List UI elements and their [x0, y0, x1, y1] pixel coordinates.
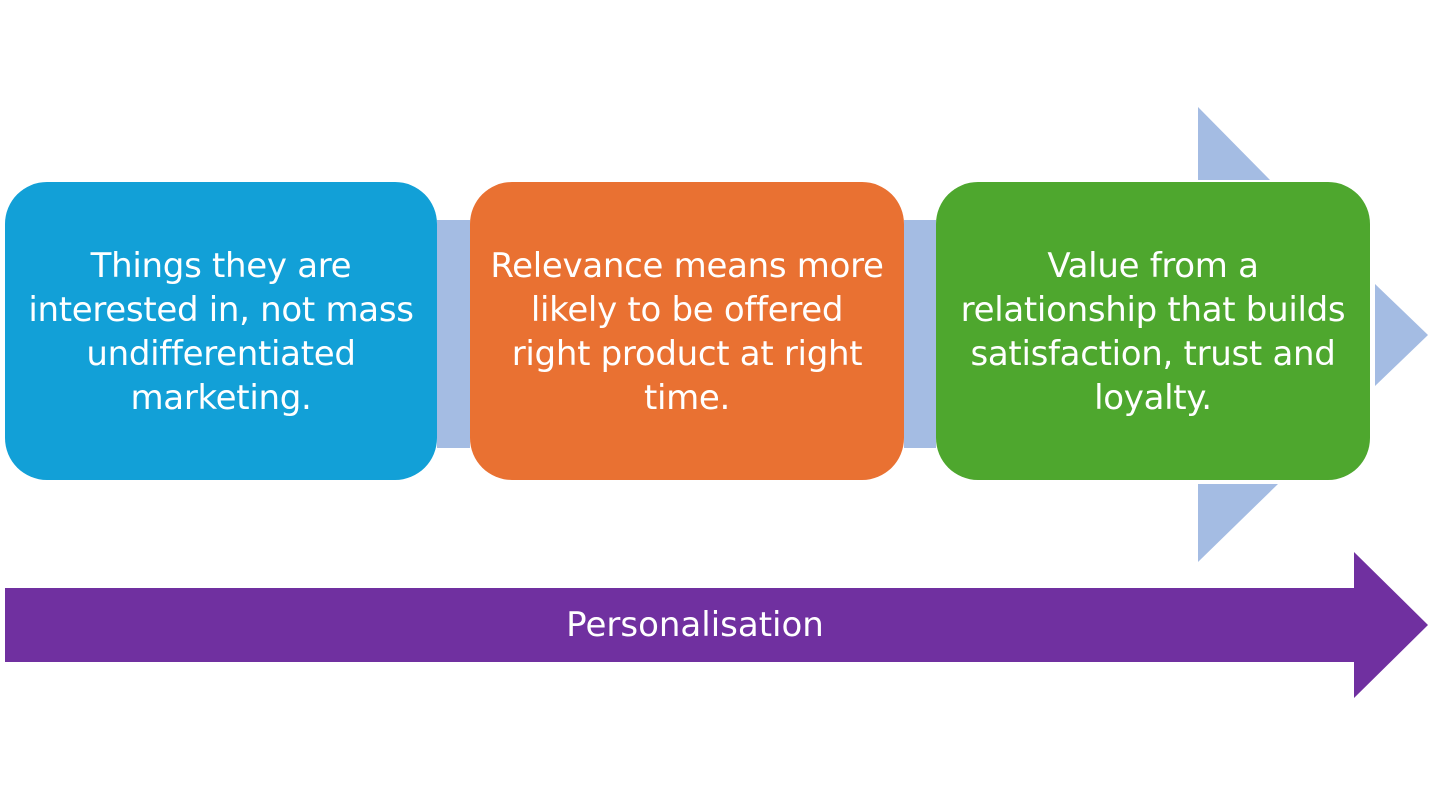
background-arrow-head-top	[1198, 107, 1270, 180]
step-text-value: Value from a relationship that builds sa…	[960, 246, 1346, 418]
background-arrow-head-bottom	[1198, 484, 1278, 562]
step-text-interest: Things they are interested in, not mass …	[28, 246, 414, 418]
connector-2-3	[904, 220, 936, 448]
connector-1-2	[437, 220, 470, 448]
personalisation-arrow	[5, 552, 1428, 698]
step-box-relevance: Relevance means more likely to be offere…	[470, 182, 904, 480]
step-box-interest: Things they are interested in, not mass …	[5, 182, 437, 480]
step-text-relevance: Relevance means more likely to be offere…	[490, 246, 884, 418]
personalisation-label: Personalisation	[566, 605, 824, 645]
step-box-value: Value from a relationship that builds sa…	[936, 182, 1370, 480]
background-arrow-head-right	[1375, 284, 1428, 386]
